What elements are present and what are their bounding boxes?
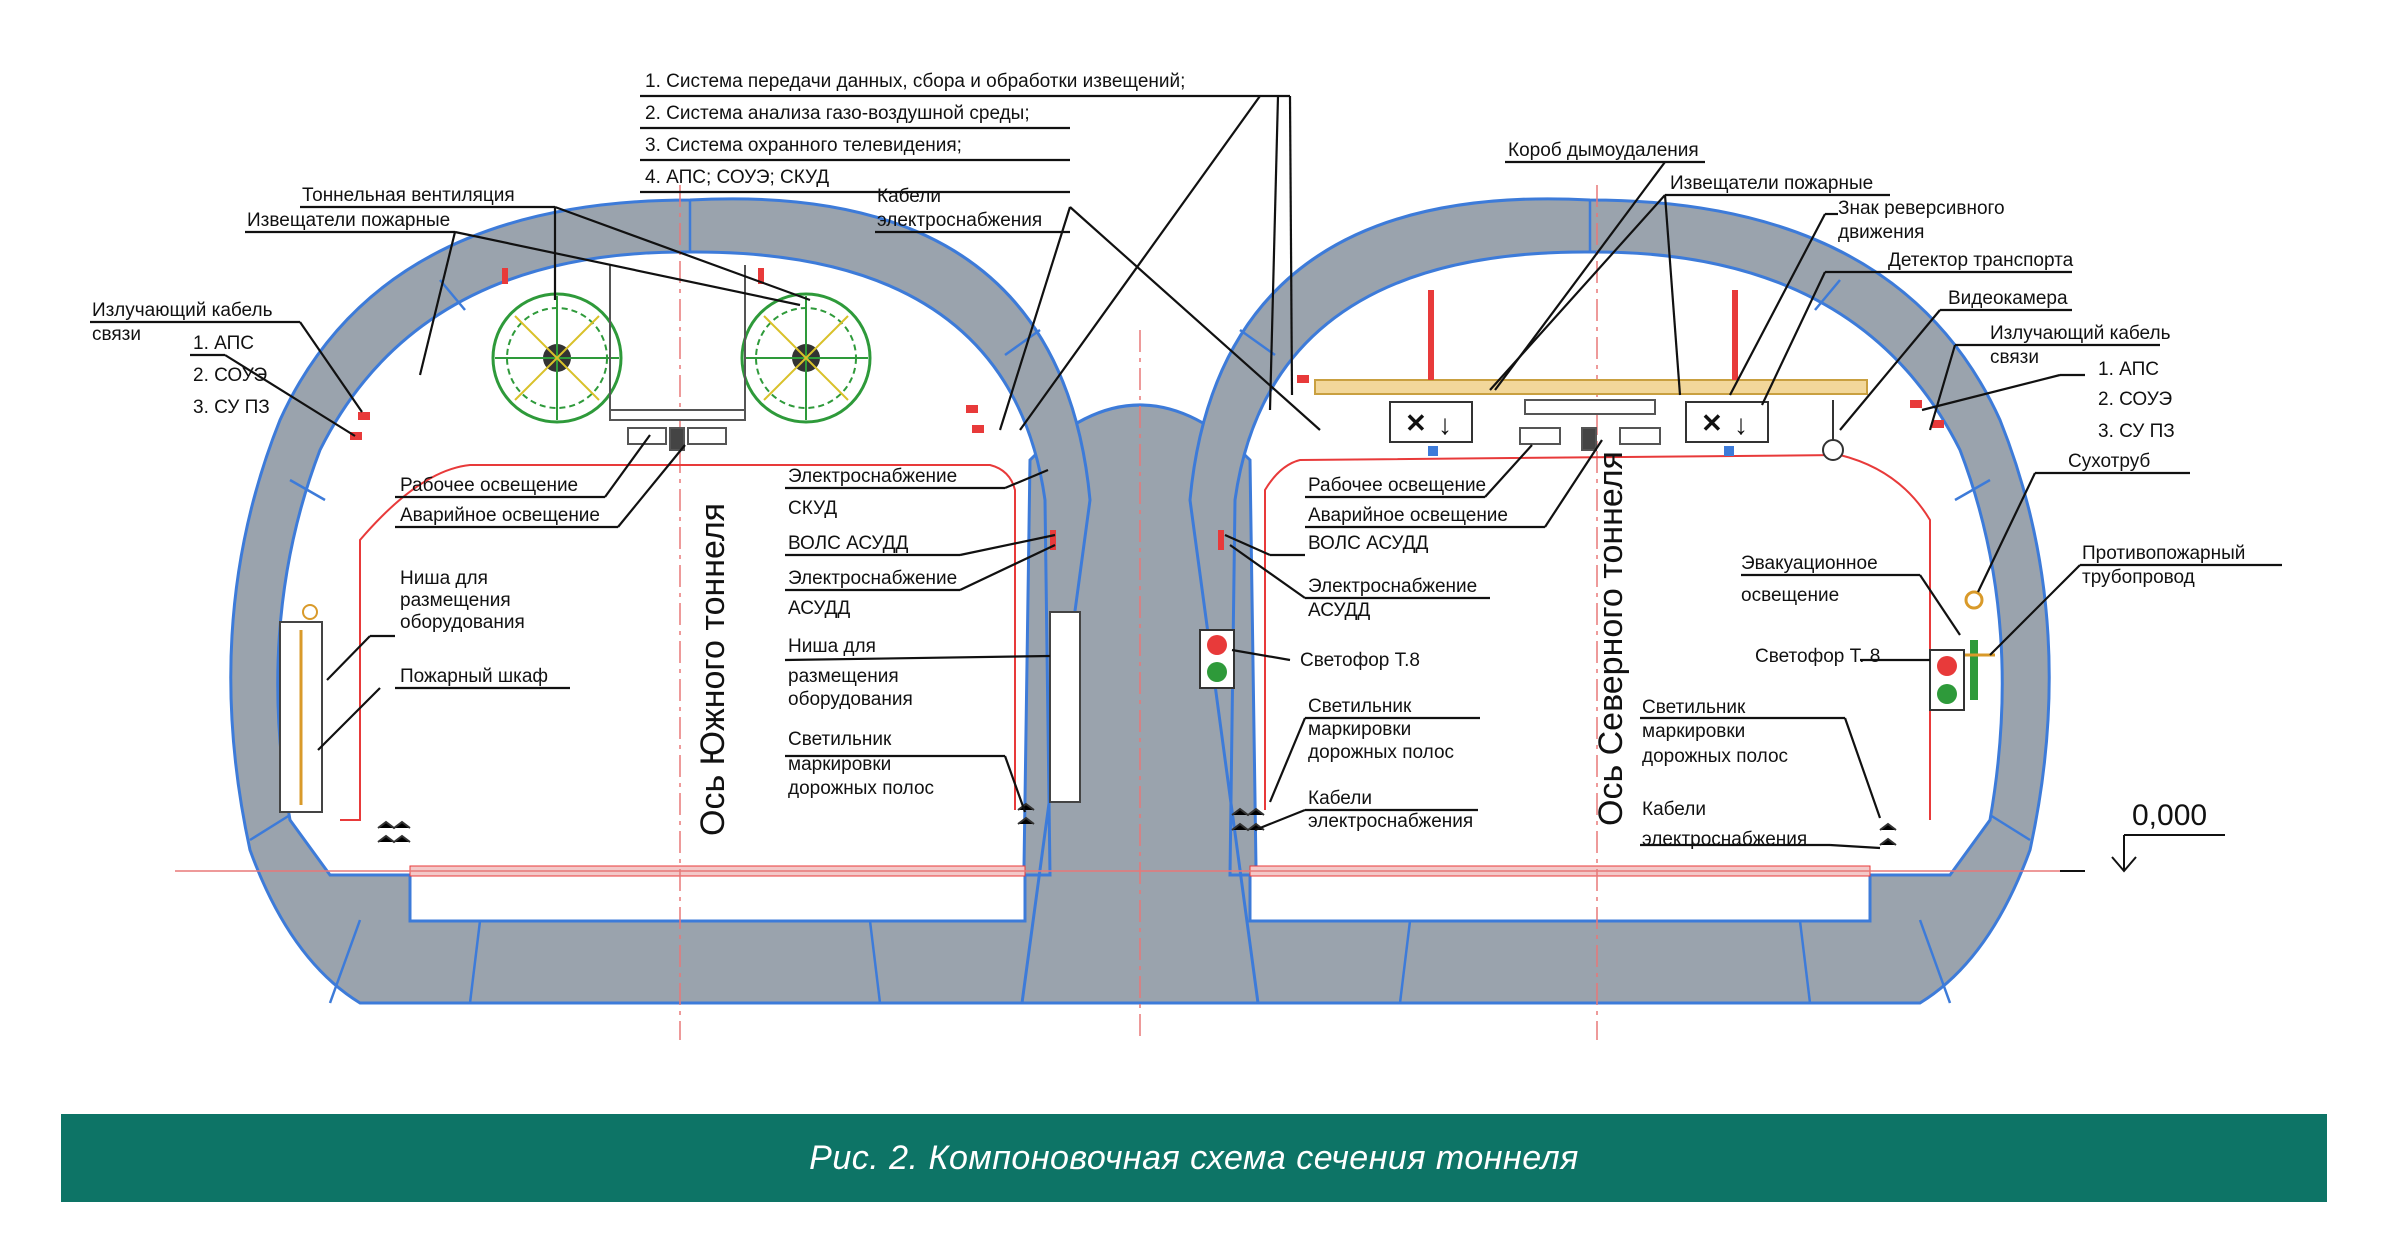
svg-text:↓: ↓: [1438, 409, 1452, 440]
jet-fan-right: [740, 292, 872, 424]
figure-caption-bar: Рис. 2. Компоновочная схема сечения тонн…: [61, 1114, 2327, 1202]
systems-list-item-1: 1. Система передачи данных, сбора и обра…: [645, 71, 1185, 92]
north-vehicle-detector-label: Детектор транспорта: [1888, 250, 2074, 271]
reverse-sign-left: ✕ ↓: [1389, 401, 1473, 456]
south-radiating-cable-label-1: Излучающий кабель: [92, 300, 273, 321]
south-power-cables-label-1: Кабели: [877, 186, 941, 207]
north-reverse-sign-label-2: движения: [1838, 222, 1924, 243]
south-niche-left-label-3: оборудования: [400, 612, 525, 633]
north-radiating-cable-label-2: связи: [1990, 347, 2039, 368]
traffic-light-right: [1929, 649, 1965, 711]
north-systems-2: 2. СОУЭ: [2098, 389, 2172, 410]
south-lane-devices: [377, 802, 1035, 844]
south-ceiling-hangers: [609, 265, 746, 451]
reverse-sign-right: ✕ ↓: [1685, 401, 1769, 456]
north-fire-detectors: [1218, 375, 1944, 550]
north-lighting: [1519, 399, 1661, 451]
figure-caption: Рис. 2. Компоновочная схема сечения тонн…: [809, 1138, 1579, 1177]
north-power-cables-right-label-1: Кабели: [1642, 799, 1706, 820]
north-evacuation-lighting-label-2: освещение: [1741, 585, 1839, 606]
south-fire-cabinet-label: Пожарный шкаф: [400, 666, 548, 687]
north-lane-light-left-label-3: дорожных полос: [1308, 742, 1454, 763]
svg-text:✕: ✕: [1405, 408, 1427, 438]
smoke-duct-supports: [1428, 290, 1738, 380]
elevation-mark: 0,000: [2060, 799, 2225, 873]
north-power-asudd-label-2: АСУДД: [1308, 600, 1370, 621]
south-fire-detectors-label: Извещатели пожарные: [247, 210, 450, 231]
south-systems-1: 1. АПС: [193, 333, 254, 354]
jet-fan-left: [491, 292, 623, 424]
smoke-duct: [1314, 379, 1868, 395]
south-power-asudd-label-2: АСУДД: [788, 598, 850, 619]
south-emergency-lighting-label: Аварийное освещение: [400, 505, 600, 526]
south-tunnel-axis-label: Ось Южного тоннеля: [694, 503, 732, 836]
south-niche-right-label-1: Ниша для: [788, 636, 876, 657]
north-lane-light-left-label-2: маркировки: [1308, 719, 1411, 740]
south-power-skud-label-2: СКУД: [788, 498, 837, 519]
systems-list-item-3: 3. Система охранного телевидения;: [645, 135, 962, 156]
north-smoke-duct-label: Короб дымоудаления: [1508, 140, 1699, 161]
north-tunnel-axis-label: Ось Северного тоннеля: [1592, 451, 1630, 826]
south-work-lighting-label: Рабочее освещение: [400, 475, 578, 496]
video-camera: [1822, 400, 1844, 461]
south-radiating-cable-label-2: связи: [92, 324, 141, 345]
north-lane-light-right-label-2: маркировки: [1642, 721, 1745, 742]
north-emergency-lighting-label: Аварийное освещение: [1308, 505, 1508, 526]
svg-text:✕: ✕: [1701, 408, 1723, 438]
traffic-light-left: [1199, 629, 1235, 689]
north-power-cables-left-label-1: Кабели: [1308, 788, 1372, 809]
systems-list-item-4: 4. АПС; СОУЭ; СКУД: [645, 167, 829, 188]
south-power-skud-label-1: Электроснабжение: [788, 466, 957, 487]
north-dry-pipe-label: Сухотруб: [2068, 451, 2150, 472]
south-lane-light-label-2: маркировки: [788, 754, 891, 775]
south-niche-right-label-2: размещения: [788, 666, 899, 687]
north-fire-detectors-label: Извещатели пожарные: [1670, 173, 1873, 194]
north-power-cables-right-label-2: электроснабжения: [1642, 829, 1807, 850]
svg-text:↓: ↓: [1734, 409, 1748, 440]
south-lane-light-label-1: Светильник: [788, 729, 892, 750]
systems-list-item-2: 2. Система анализа газо-воздушной среды;: [645, 103, 1030, 124]
north-video-camera-label: Видеокамера: [1948, 288, 2068, 309]
south-ventilation-label: Тоннельная вентиляция: [302, 185, 515, 206]
south-systems-2: 2. СОУЭ: [193, 365, 267, 386]
north-evacuation-lighting-label-1: Эвакуационное: [1741, 553, 1878, 574]
north-lining-joints: [1239, 200, 2031, 1004]
fire-pipeline: [1964, 590, 1995, 700]
north-radiating-cable-label-1: Излучающий кабель: [1990, 323, 2171, 344]
north-fire-pipeline-label-1: Противопожарный: [2082, 543, 2245, 564]
south-niche-left-label-1: Ниша для: [400, 568, 488, 589]
north-tunnel-lining: [1188, 197, 2051, 1005]
north-fiber-asudd-label: ВОЛС АСУДД: [1308, 533, 1429, 554]
north-reverse-sign-label-1: Знак реверсивного: [1838, 198, 2005, 219]
leader-lines: [90, 94, 2282, 850]
south-niche-right-label-3: оборудования: [788, 689, 913, 710]
south-niche-left-label-2: размещения: [400, 590, 511, 611]
north-systems-1: 1. АПС: [2098, 359, 2159, 380]
north-traffic-light-right-label: Светофор Т. 8: [1755, 646, 1880, 667]
north-power-asudd-label-1: Электроснабжение: [1308, 576, 1477, 597]
north-carriageway-slab: [1248, 873, 1872, 923]
north-work-lighting-label: Рабочее освещение: [1308, 475, 1486, 496]
south-power-cables-label-2: электроснабжения: [877, 210, 1042, 231]
south-fire-detectors: [350, 268, 1056, 550]
north-traffic-light-left-label: Светофор Т.8: [1300, 650, 1420, 671]
north-lane-light-right-label-3: дорожных полос: [1642, 746, 1788, 767]
south-lane-light-label-3: дорожных полос: [788, 778, 934, 799]
north-lane-devices: [1231, 807, 1897, 846]
south-systems-3: 3. СУ ПЗ: [193, 397, 270, 418]
elevation-mark-value: 0,000: [2132, 799, 2207, 832]
south-power-asudd-label-1: Электроснабжение: [788, 568, 957, 589]
north-lane-light-left-label-1: Светильник: [1308, 696, 1412, 717]
north-fire-pipeline-label-2: трубопровод: [2082, 567, 2195, 588]
south-fiber-asudd-label: ВОЛС АСУДД: [788, 533, 909, 554]
north-lane-light-right-label-1: Светильник: [1642, 697, 1746, 718]
south-equipment-niche: [1049, 611, 1081, 803]
north-systems-3: 3. СУ ПЗ: [2098, 421, 2175, 442]
south-carriageway-slab: [408, 873, 1027, 923]
south-lining-joints: [249, 200, 1041, 1004]
south-fire-cabinet: [279, 604, 323, 813]
north-power-cables-left-label-2: электроснабжения: [1308, 811, 1473, 832]
